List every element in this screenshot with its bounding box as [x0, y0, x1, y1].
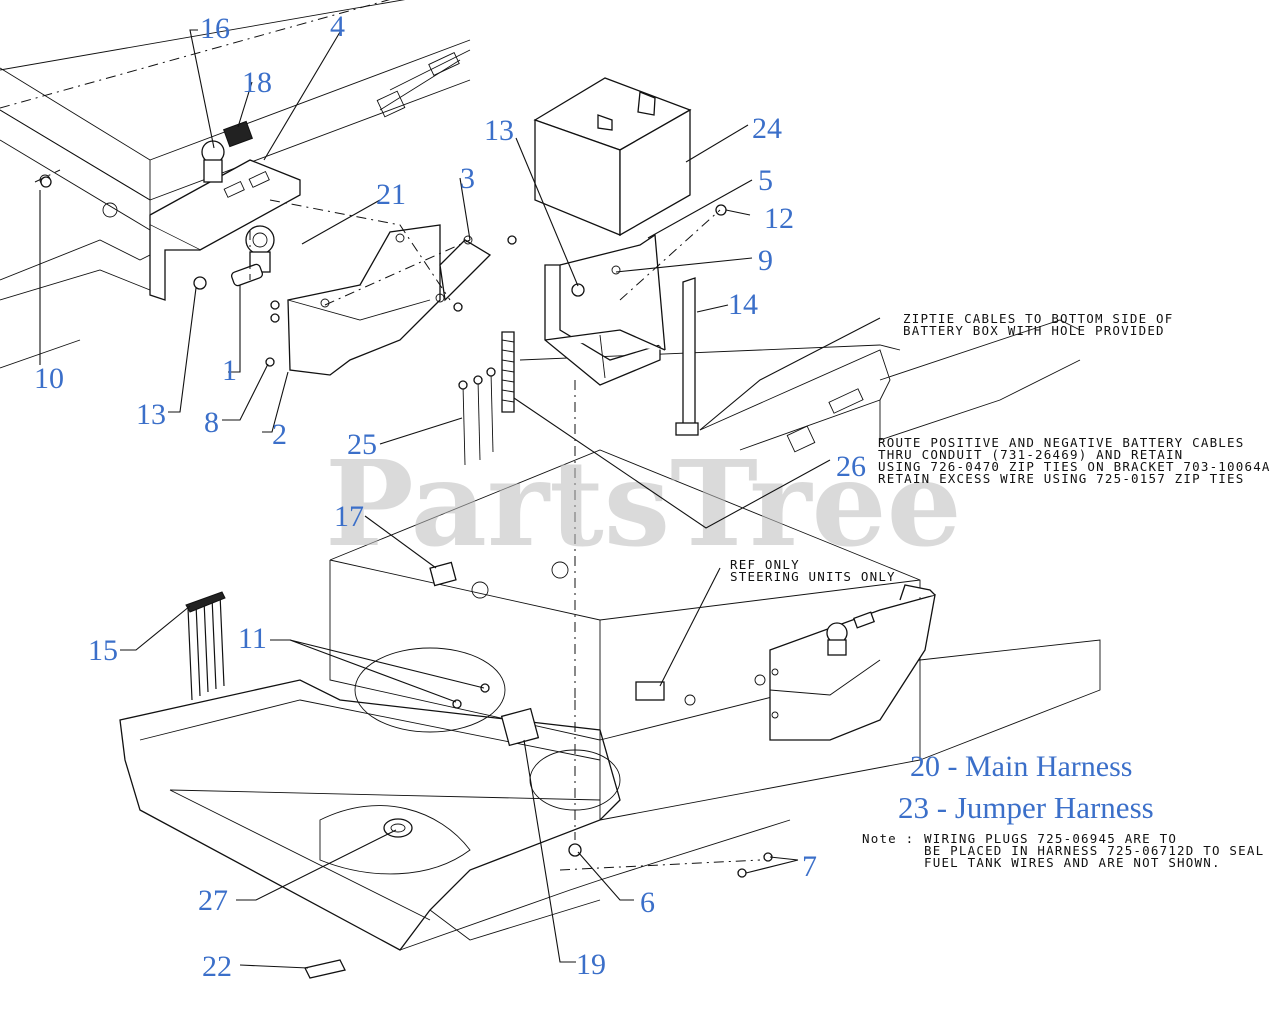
note-route-line-3: USING 726-0470 ZIP TIES ON BRACKET 703-1… [878, 459, 1271, 474]
callout-7: 7 [802, 850, 817, 883]
plug-6-part [568, 843, 582, 857]
callout-14: 14 [728, 288, 758, 321]
legend-jumper-dash: - [929, 790, 955, 825]
callout-24: 24 [752, 112, 782, 145]
battery-part [533, 77, 692, 237]
callout-11: 11 [238, 622, 267, 655]
screw-3 [507, 235, 517, 245]
callout-8: 8 [204, 406, 219, 439]
note-wiring-line-2: BE PLACED IN HARNESS 725-06712D TO SEAL [924, 843, 1264, 858]
callout-18: 18 [242, 66, 272, 99]
callout-16: 16 [200, 12, 230, 45]
callout-15: 15 [88, 634, 118, 667]
note-route-line-4: RETAIN EXCESS WIRE USING 725-0157 ZIP TI… [878, 471, 1244, 486]
note-route-line-2: THRU CONDUIT (731-26469) AND RETAIN [878, 447, 1183, 462]
callout-3: 3 [460, 162, 475, 195]
battery-tray-part [544, 233, 666, 386]
note-wiring-prefix: Note : [862, 831, 914, 846]
legend-main-name: Main Harness [965, 750, 1132, 783]
callout-10: 10 [34, 362, 64, 395]
note-ziptie-line-2: BATTERY BOX WITH HOLE PROVIDED [903, 323, 1165, 338]
control-bracket [149, 159, 301, 301]
note-ref-line-2: STEERING UNITS ONLY [730, 569, 896, 584]
note-ref-line-1: REF ONLY [730, 557, 800, 572]
legend-main-dash: - [940, 750, 965, 783]
callout-5: 5 [758, 164, 773, 197]
zip-ties-25 [458, 367, 496, 466]
callout-26: 26 [836, 450, 866, 483]
conduit-part [501, 331, 515, 413]
callout-12: 12 [764, 202, 794, 235]
screws-7-part [737, 852, 773, 878]
callout-27: 27 [198, 884, 228, 917]
note-route: ROUTE POSITIVE AND NEGATIVE BATTERY CABL… [878, 435, 1271, 486]
ignition-switch-part [201, 140, 225, 183]
legend-main-number: 20 [910, 750, 940, 783]
switch-17-part [429, 561, 457, 587]
screw-3b [453, 302, 463, 312]
chassis-deck [119, 449, 1101, 951]
right-console-part [769, 584, 936, 741]
note-wiring: Note : WIRING PLUGS 725-06945 ARE TO BE … [862, 831, 1264, 870]
steering-switch-part [635, 681, 665, 701]
callout-13-top: 13 [484, 114, 514, 147]
watermark: PartsTree [325, 434, 962, 573]
callout-6: 6 [640, 886, 655, 919]
leader-lines [39, 29, 881, 969]
dash-panel-part [287, 224, 441, 376]
callout-4: 4 [330, 10, 345, 43]
nut-13-left [193, 276, 207, 290]
bracket-3-part [435, 235, 492, 303]
callout-13-left: 13 [136, 398, 166, 431]
bezel-part [230, 263, 264, 287]
callout-17: 17 [334, 500, 364, 533]
callout-25: 25 [347, 428, 377, 461]
callouts: 16 4 18 21 3 13 24 5 12 9 14 10 1 13 8 2… [34, 10, 866, 983]
note-wiring-line-3: FUEL TANK WIRES AND ARE NOT SHOWN. [924, 855, 1221, 870]
callout-1: 1 [222, 354, 237, 387]
callout-21: 21 [376, 178, 406, 211]
callout-9: 9 [758, 244, 773, 277]
note-route-line-1: ROUTE POSITIVE AND NEGATIVE BATTERY CABL… [878, 435, 1244, 450]
callout-19: 19 [576, 948, 606, 981]
screw-2b [270, 300, 280, 310]
upper-frame-rail [0, 0, 471, 369]
legend-main-harness: 20 - Main Harness [910, 750, 1132, 783]
legend-jumper-number: 23 [898, 790, 929, 825]
legend-jumper-harness: 23 - Jumper Harness [898, 790, 1154, 825]
assembly-lines [0, 0, 761, 871]
screw-10 [40, 176, 52, 188]
callout-22: 22 [202, 950, 232, 983]
screw-2a [270, 313, 280, 323]
legend-jumper-name: Jumper Harness [955, 790, 1154, 825]
note-ref: REF ONLY STEERING UNITS ONLY [730, 557, 896, 584]
connector-22-part [304, 959, 346, 979]
note-wiring-line-1: WIRING PLUGS 725-06945 ARE TO [924, 831, 1177, 846]
note-ziptie-line-1: ZIPTIE CABLES TO BOTTOM SIDE OF [903, 311, 1174, 326]
harness-legend: 20 - Main Harness 23 - Jumper Harness [898, 750, 1154, 825]
rocker-switch-part [223, 120, 253, 148]
hold-down-strap-part [675, 277, 699, 436]
screw-12 [715, 204, 727, 216]
callout-2: 2 [272, 418, 287, 451]
note-ziptie: ZIPTIE CABLES TO BOTTOM SIDE OF BATTERY … [903, 311, 1174, 338]
zip-ties-15 [185, 591, 226, 701]
